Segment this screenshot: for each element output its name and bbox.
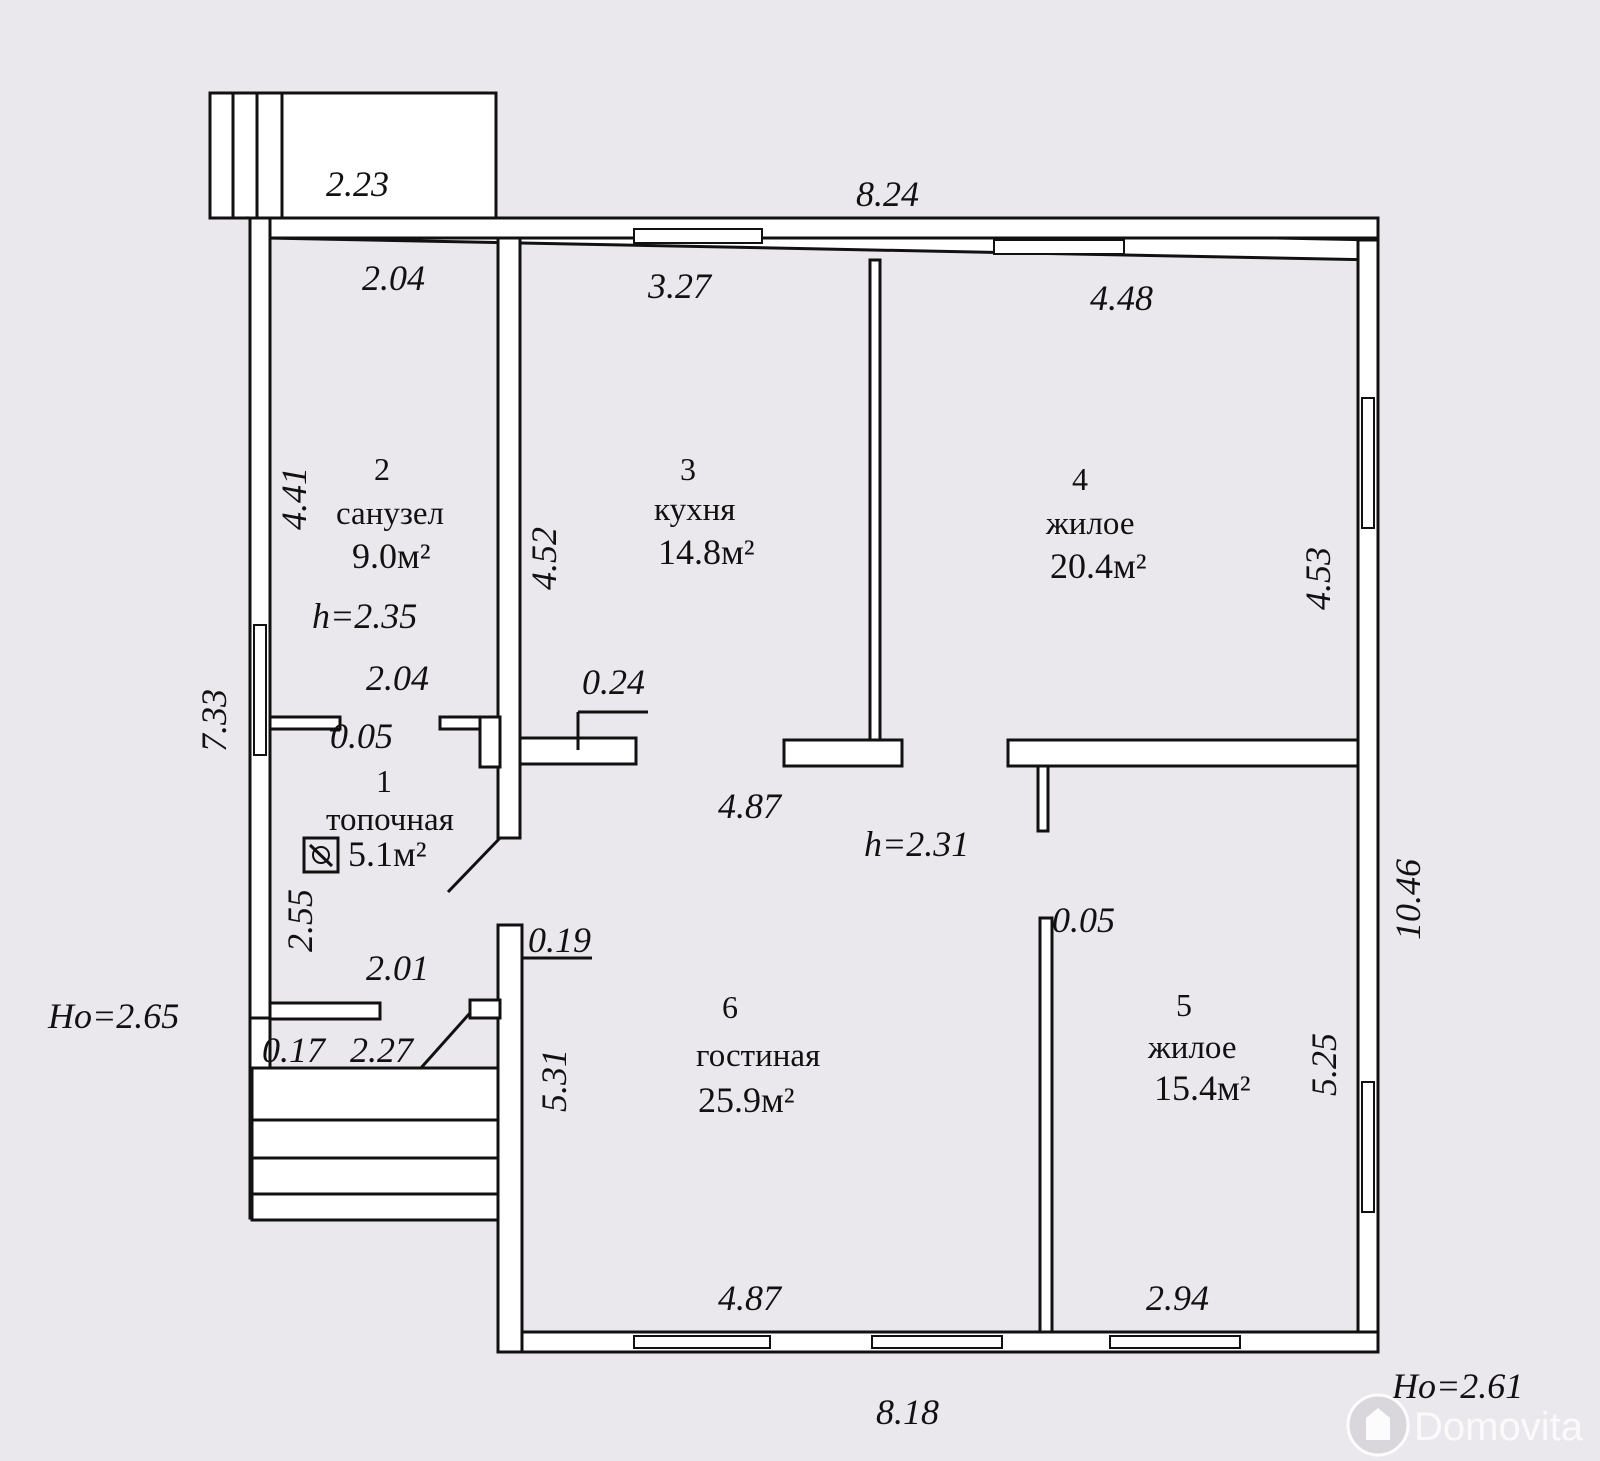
dim-partition-019: 0.19 bbox=[528, 920, 591, 960]
dim-entry-017: 0.17 bbox=[262, 1030, 327, 1070]
height-bath: h=2.35 bbox=[312, 596, 417, 636]
dim-porch-top: 2.23 bbox=[326, 164, 389, 204]
height-outer-right: Ho=2.61 bbox=[1391, 1366, 1523, 1406]
room-1-area: 5.1м² bbox=[348, 834, 427, 874]
dim-room4-side: 4.53 bbox=[1298, 547, 1338, 610]
boiler-icon bbox=[302, 836, 340, 874]
dim-overall-top: 8.24 bbox=[856, 174, 919, 214]
room-5-number: 5 bbox=[1176, 987, 1192, 1023]
room-4-area: 20.4м² bbox=[1050, 546, 1147, 586]
watermark-text: Domovita bbox=[1414, 1405, 1584, 1449]
room-2-number: 2 bbox=[374, 451, 390, 487]
dim-boiler-side: 2.55 bbox=[280, 889, 320, 952]
room-3-number: 3 bbox=[680, 451, 696, 487]
room-6-name: гостиная bbox=[696, 1038, 820, 1074]
room-6-number: 6 bbox=[722, 989, 738, 1025]
room-2-name: санузел bbox=[336, 496, 444, 532]
dim-partition-005-a: 0.05 bbox=[330, 716, 393, 756]
room-6-area: 25.9м² bbox=[698, 1080, 795, 1120]
dim-kitchen-top: 3.27 bbox=[647, 266, 713, 306]
windows bbox=[253, 228, 1375, 1349]
room-3-name: кухня bbox=[654, 492, 735, 528]
dim-room5-bottom: 2.94 bbox=[1146, 1278, 1209, 1318]
dim-partition-024: 0.24 bbox=[582, 662, 645, 702]
entry-steps bbox=[250, 1066, 500, 1222]
room-3-area: 14.8м² bbox=[658, 532, 755, 572]
room-5-name: жилое bbox=[1147, 1030, 1236, 1066]
dim-boiler-bottom: 2.01 bbox=[366, 948, 429, 988]
top-porch bbox=[208, 91, 498, 220]
room-4-name: жилое bbox=[1045, 506, 1134, 542]
dim-right-overall: 10.46 bbox=[1388, 859, 1428, 940]
height-hall: h=2.31 bbox=[864, 824, 969, 864]
dim-overall-bottom: 8.18 bbox=[876, 1392, 939, 1432]
dim-left-overall: 7.33 bbox=[194, 689, 234, 752]
dim-bath-bottom: 2.04 bbox=[366, 658, 429, 698]
dim-bath-top: 2.04 bbox=[362, 258, 425, 298]
height-outer-left: Ho=2.65 bbox=[47, 996, 179, 1036]
room-1-name: топочная bbox=[326, 802, 454, 838]
leader-lines bbox=[262, 710, 648, 1070]
dim-partition-005-b: 0.05 bbox=[1052, 900, 1115, 940]
room-2-area: 9.0м² bbox=[352, 536, 431, 576]
room-5-area: 15.4м² bbox=[1154, 1068, 1251, 1108]
dim-bath-side: 4.41 bbox=[274, 467, 314, 530]
dim-room4-top: 4.48 bbox=[1090, 278, 1153, 318]
dim-living-side: 5.31 bbox=[534, 1049, 574, 1112]
watermark: Domovita bbox=[1346, 1393, 1584, 1457]
room-1-number: 1 bbox=[376, 763, 392, 799]
dim-kitchen-side: 4.52 bbox=[524, 527, 564, 590]
room-4-number: 4 bbox=[1072, 461, 1088, 497]
dim-hall-width: 4.87 bbox=[718, 786, 783, 826]
dim-room5-side: 5.25 bbox=[1304, 1033, 1344, 1096]
dim-living-bottom: 4.87 bbox=[718, 1278, 783, 1318]
dim-entry-227: 2.27 bbox=[350, 1030, 415, 1070]
